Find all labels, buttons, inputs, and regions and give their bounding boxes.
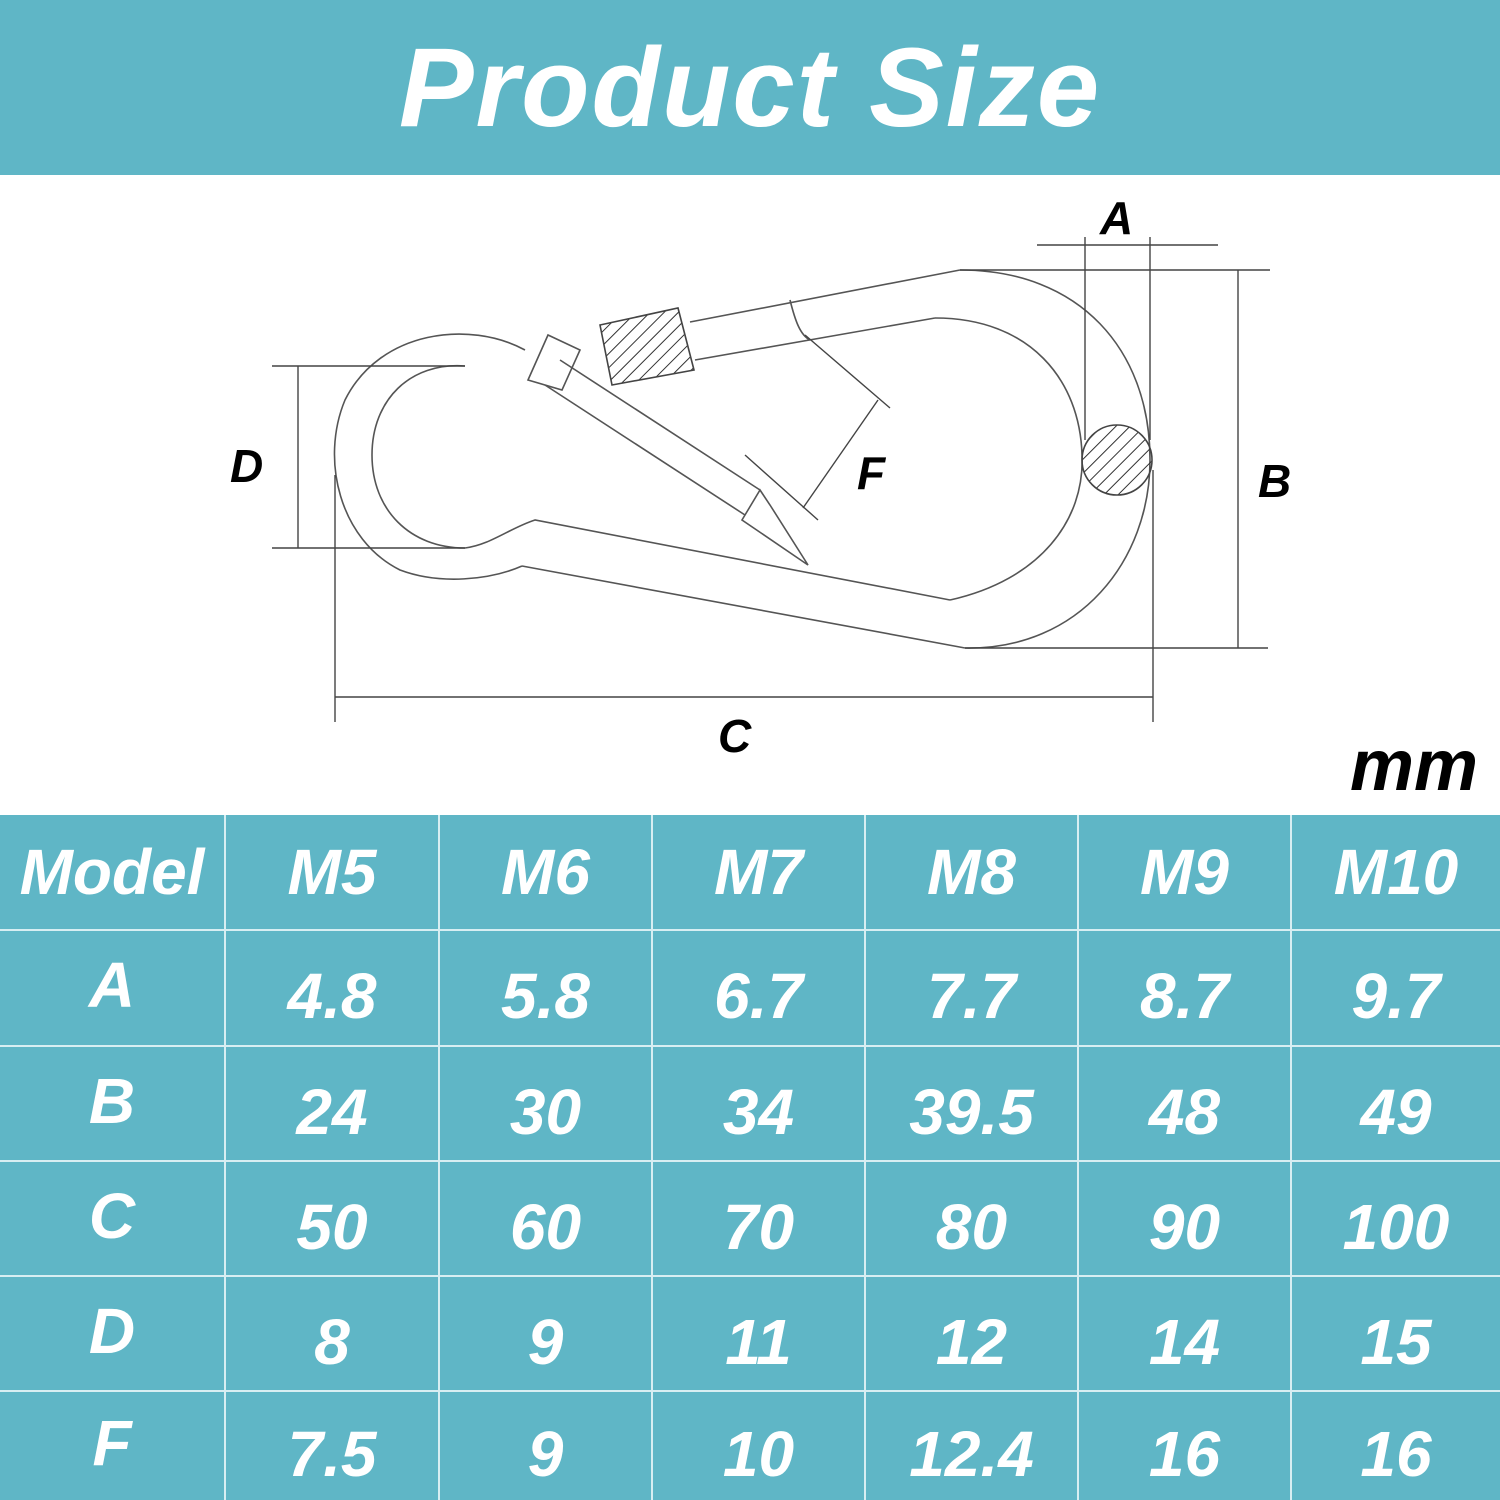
row-label-a: A bbox=[0, 931, 226, 1047]
table-cell: 49 bbox=[1292, 1047, 1500, 1162]
table-cell: 50 bbox=[226, 1162, 440, 1277]
table-cell: 9.7 bbox=[1292, 931, 1500, 1047]
dimension-label-c: C bbox=[718, 710, 752, 762]
table-cell: 24 bbox=[226, 1047, 440, 1162]
carabiner-inner-left bbox=[371, 365, 466, 549]
table-cell: 5.8 bbox=[440, 931, 653, 1047]
carabiner-diagram: A B C D F mm bbox=[0, 175, 1500, 815]
table-cell: 7.5 bbox=[226, 1392, 440, 1500]
table-cell: 70 bbox=[653, 1162, 866, 1277]
header-cell-model-3: M7 bbox=[653, 815, 866, 931]
table-cell: 30 bbox=[440, 1047, 653, 1162]
header-cell-model-5: M9 bbox=[1079, 815, 1292, 931]
table-cell: 60 bbox=[440, 1162, 653, 1277]
table-cell: 12 bbox=[866, 1277, 1079, 1392]
dimension-label-f: F bbox=[857, 447, 886, 499]
table-cell: 8.7 bbox=[1079, 931, 1292, 1047]
table-cell: 14 bbox=[1079, 1277, 1292, 1392]
table-cell: 16 bbox=[1360, 1418, 1432, 1490]
table-cell: 80 bbox=[866, 1162, 1079, 1277]
table-cell: 6.7 bbox=[653, 931, 866, 1047]
row-label-d: D bbox=[0, 1277, 226, 1392]
table-cell: 11 bbox=[653, 1277, 866, 1392]
table-cell: 100 bbox=[1292, 1162, 1500, 1277]
table-cell: 48 bbox=[1079, 1047, 1292, 1162]
table-cell: 90 bbox=[1079, 1162, 1292, 1277]
table-cell: 39.5 bbox=[866, 1047, 1079, 1162]
header-cell-model-1: M5 bbox=[226, 815, 440, 931]
page-title: Product Size bbox=[398, 24, 1102, 150]
carabiner-inner-right bbox=[934, 317, 1083, 601]
dimension-label-d: D bbox=[230, 440, 264, 492]
table-cell: 34 bbox=[653, 1047, 866, 1162]
table-cell: 16 bbox=[1079, 1392, 1292, 1500]
header-cell-model-2: M6 bbox=[440, 815, 653, 931]
header-cell-model-6: M10 bbox=[1292, 815, 1500, 931]
unit-label: mm bbox=[1349, 726, 1478, 806]
table-cell: 7.7 bbox=[866, 931, 1079, 1047]
title-banner: Product Size bbox=[0, 0, 1500, 175]
row-label-f: F bbox=[0, 1392, 226, 1500]
dimension-label-a: A bbox=[1100, 192, 1134, 244]
table-cell: 9 bbox=[440, 1392, 653, 1500]
carabiner-outer-left bbox=[333, 333, 526, 580]
dimension-label-b: B bbox=[1258, 455, 1292, 507]
table-cell: 4.8 bbox=[226, 931, 440, 1047]
row-label-c: C bbox=[0, 1162, 226, 1277]
table-cell: 15 bbox=[1292, 1277, 1500, 1392]
table-cell: 10 bbox=[653, 1392, 866, 1500]
table-cell: 9 bbox=[440, 1277, 653, 1392]
carabiner-drawing bbox=[272, 237, 1270, 722]
header-cell-model: Model bbox=[0, 815, 226, 931]
row-label-b: B bbox=[0, 1047, 226, 1162]
table-cell: 12.4 bbox=[866, 1392, 1079, 1500]
header-cell-model-4: M8 bbox=[866, 815, 1079, 931]
table-cell: 8 bbox=[226, 1277, 440, 1392]
size-table: Model M5 M6 M7 M8 M9 M10 A 4.8 5.8 6.7 7… bbox=[0, 815, 1500, 1500]
